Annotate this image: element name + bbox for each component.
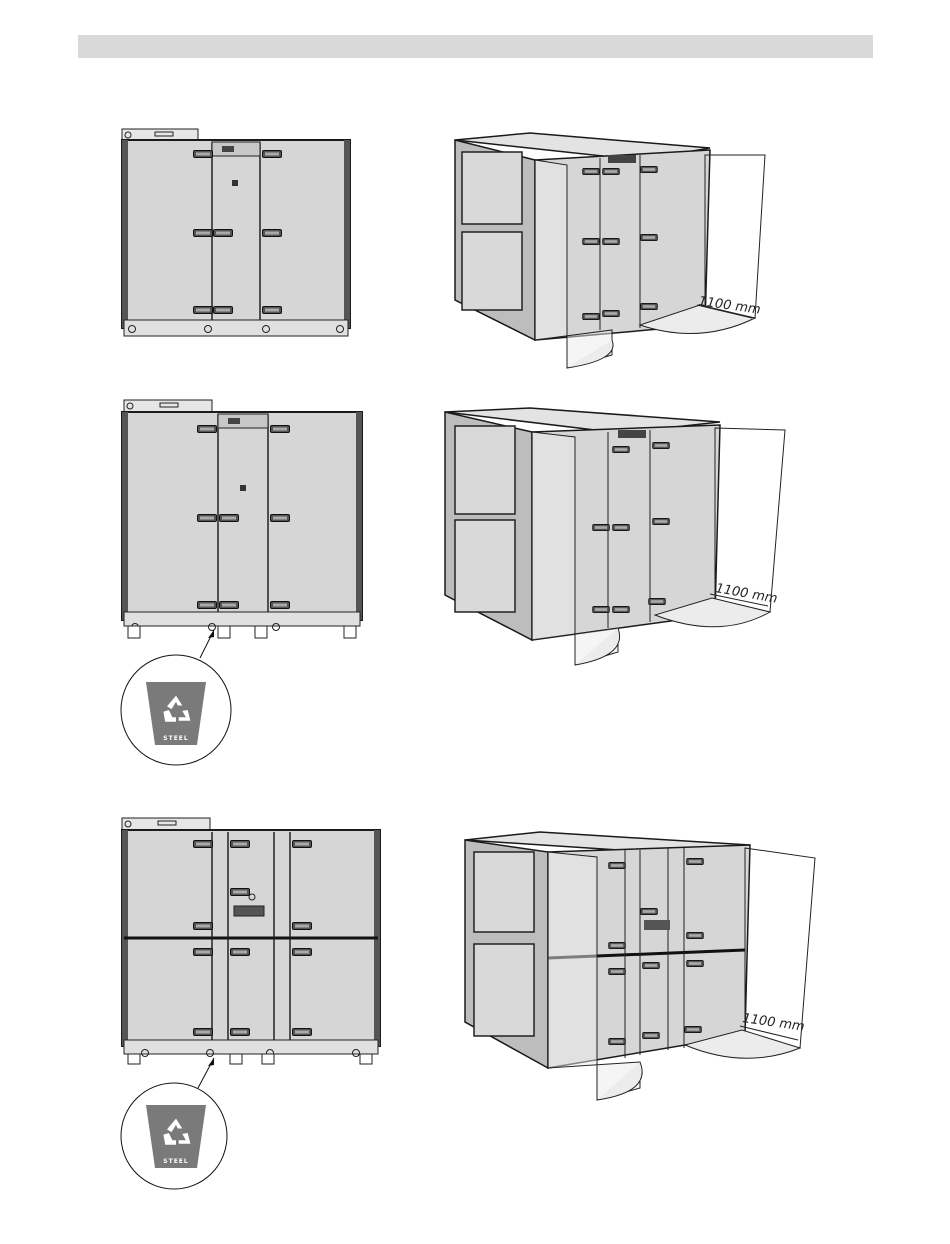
row3-front-view: STEEL bbox=[121, 818, 380, 1189]
row3-iso-view: 1100 mm bbox=[465, 832, 815, 1100]
row2-iso-view: 1100 mm bbox=[445, 408, 785, 665]
row2-front-view: STEEL bbox=[121, 400, 362, 765]
row3-recycle-label: STEEL bbox=[163, 1158, 188, 1165]
row1-iso-view: 1100 mm bbox=[455, 133, 765, 368]
row3-clearance-label: 1100 mm bbox=[741, 1011, 805, 1035]
row2-recycle-label: STEEL bbox=[163, 735, 188, 742]
row1-front-view bbox=[122, 129, 350, 336]
